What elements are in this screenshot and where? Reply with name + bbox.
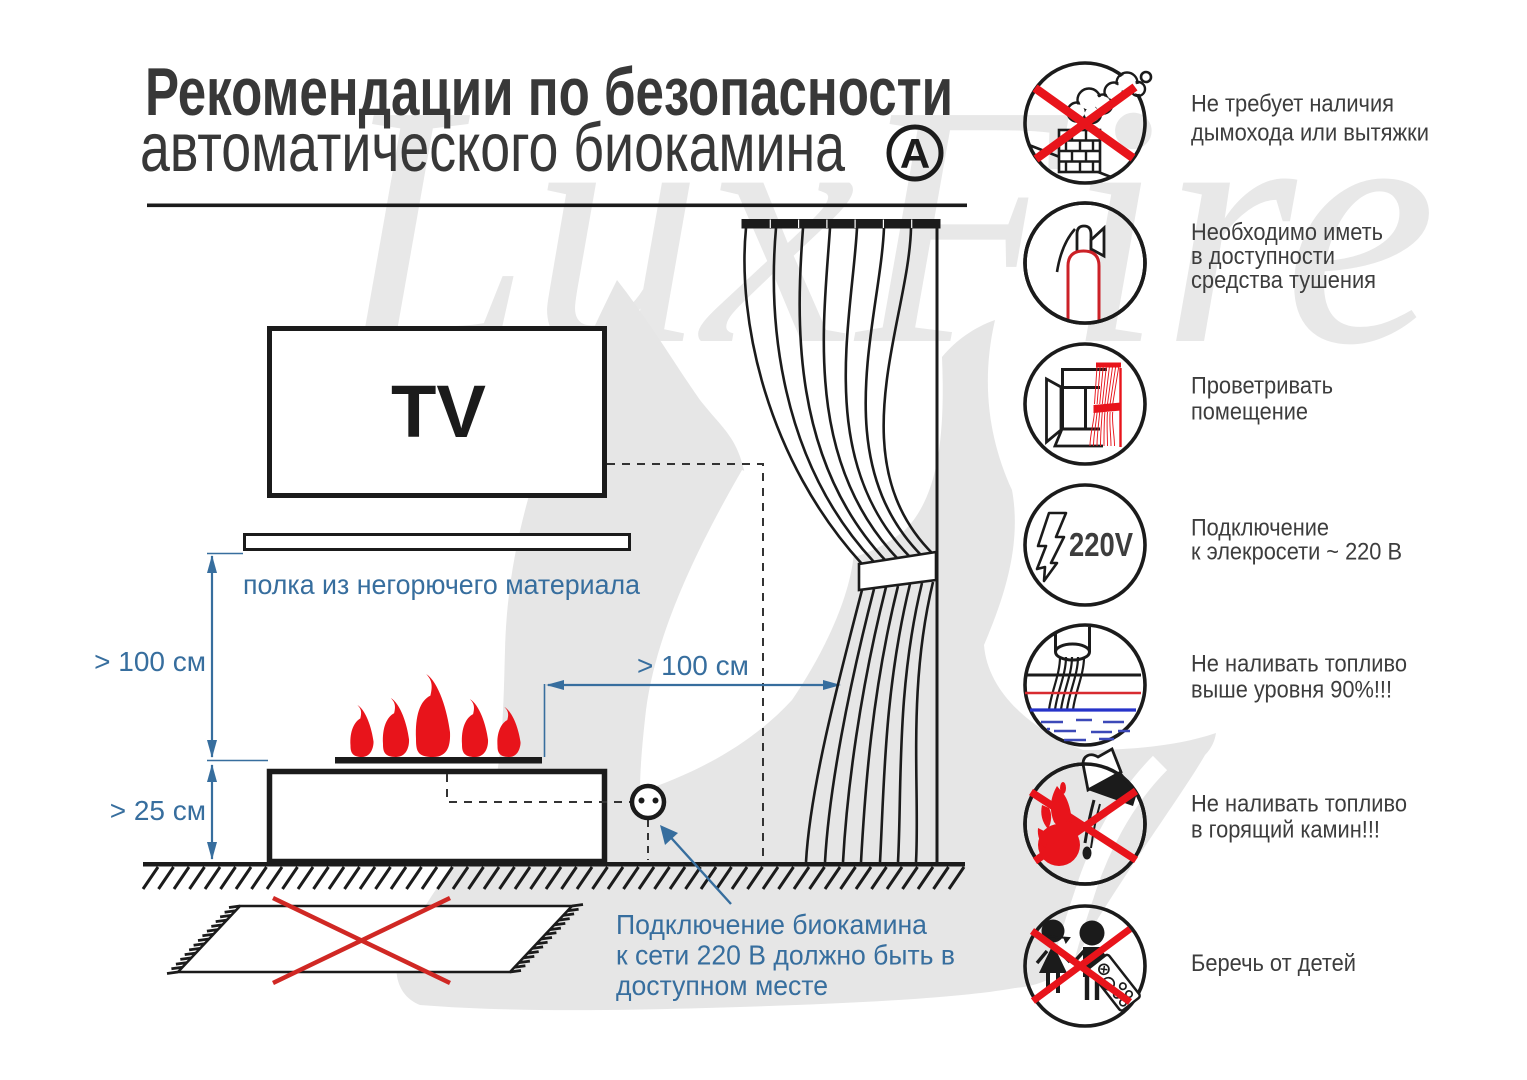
svg-text:Рекомендации по безопасности: Рекомендации по безопасности — [145, 54, 953, 130]
svg-text:доступном месте: доступном месте — [616, 970, 828, 1001]
svg-text:Проветривать: Проветривать — [1191, 373, 1333, 400]
svg-text:> 100 см: > 100 см — [94, 646, 206, 677]
svg-text:Не требует наличия: Не требует наличия — [1191, 91, 1394, 118]
svg-text:> 100 см: > 100 см — [637, 650, 749, 681]
svg-text:TV: TV — [391, 370, 486, 453]
svg-text:> 25 см: > 25 см — [110, 795, 206, 826]
svg-text:в доступности: в доступности — [1191, 243, 1335, 270]
svg-text:в горящий камин!!!: в горящий камин!!! — [1191, 817, 1380, 844]
svg-text:выше уровня 90%!!!: выше уровня 90%!!! — [1191, 677, 1392, 704]
svg-text:Подключение биокамина: Подключение биокамина — [616, 909, 927, 940]
svg-text:Подключение: Подключение — [1191, 515, 1329, 542]
svg-text:Необходимо иметь: Необходимо иметь — [1191, 219, 1383, 246]
svg-text:полка из негорючего материала: полка из негорючего материала — [243, 569, 640, 600]
svg-text:к элекросети ~ 220 В: к элекросети ~ 220 В — [1191, 539, 1402, 566]
svg-text:к сети 220 В должно быть в: к сети 220 В должно быть в — [616, 940, 955, 971]
svg-text:Беречь от детей: Беречь от детей — [1191, 950, 1356, 977]
svg-text:Не наливать топливо: Не наливать топливо — [1191, 651, 1407, 678]
svg-text:дымохода или вытяжки: дымохода или вытяжки — [1191, 120, 1429, 147]
svg-text:средства тушения: средства тушения — [1191, 267, 1376, 294]
svg-text:автоматического биокамина: автоматического биокамина — [140, 109, 845, 186]
svg-text:220V: 220V — [1069, 526, 1133, 563]
svg-text:помещение: помещение — [1191, 399, 1308, 426]
svg-text:A: A — [900, 130, 930, 177]
svg-text:Не наливать топливо: Не наливать топливо — [1191, 791, 1407, 818]
